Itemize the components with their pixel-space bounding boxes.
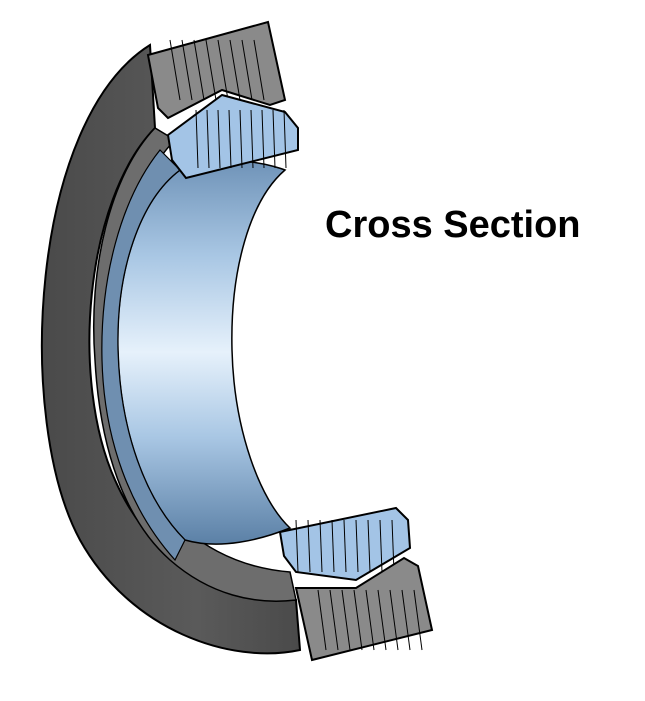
hatch-line [365, 589, 375, 651]
hatch-line [217, 39, 229, 101]
hatch-line [261, 109, 265, 169]
cross-section-label: Cross Section [325, 204, 581, 246]
hatch-line [205, 39, 217, 101]
hatch-line [283, 109, 287, 169]
hatch-line [181, 39, 193, 101]
hatch-line [329, 589, 339, 651]
hatch-line [317, 589, 327, 651]
hatch-line [377, 589, 387, 651]
hatch-line [217, 109, 221, 169]
hatch-line [367, 519, 371, 573]
hatch-line [169, 39, 181, 101]
hatch-line [379, 519, 383, 573]
hatch-line [195, 109, 199, 169]
hatch-line [272, 109, 276, 169]
hatch-line [253, 39, 265, 101]
hatch-line [228, 109, 232, 169]
hatch-line [353, 589, 363, 651]
hatch-line [343, 519, 347, 573]
hatch-line [389, 589, 399, 651]
hatch-line [250, 109, 254, 169]
hatch-line [319, 519, 323, 573]
hatch-line [193, 39, 205, 101]
inner-ring-flange [101, 149, 186, 562]
hatch-line [239, 109, 243, 169]
hatch-line [307, 519, 311, 573]
hatch-line [355, 519, 359, 573]
hatch-line [401, 589, 411, 651]
hatch-line [295, 519, 299, 573]
top-inner-section [166, 93, 299, 180]
bottom-outer-section [294, 556, 434, 662]
hatch-line [229, 39, 241, 101]
top-outer-section [146, 20, 287, 120]
hatch-line [413, 589, 423, 651]
hatch-line [241, 39, 253, 101]
hatch-line [341, 589, 351, 651]
hatch-line [206, 109, 210, 169]
hatch-line [331, 519, 335, 573]
outer-ring-body [41, 43, 302, 655]
